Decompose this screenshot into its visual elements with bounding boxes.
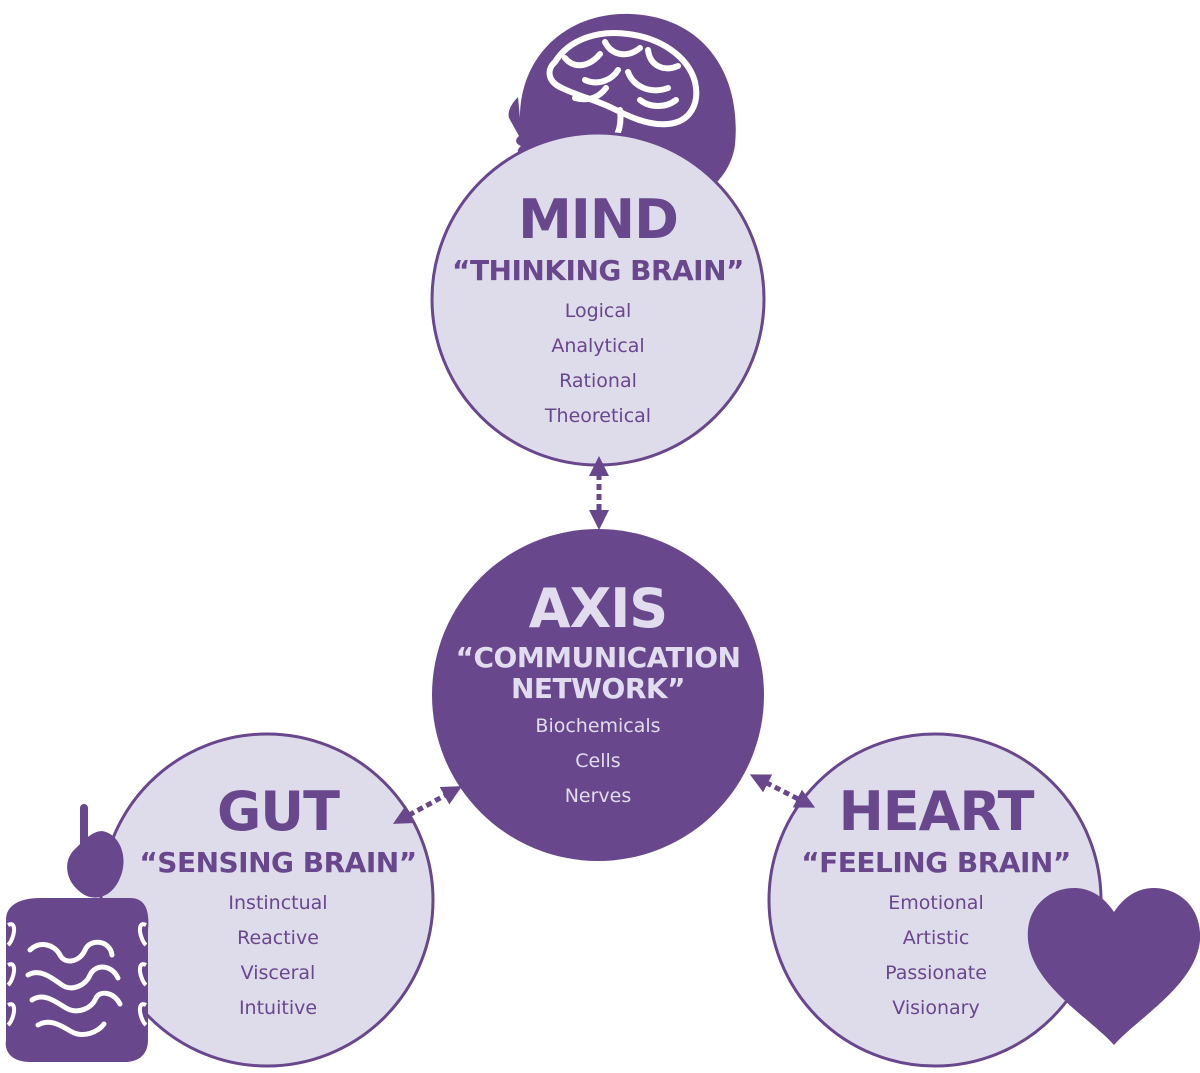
heart-node: HEART “FEELING BRAIN” Emotional Artistic… (768, 785, 1104, 1026)
heart-subtitle: “FEELING BRAIN” (801, 846, 1071, 879)
axis-trait: Biochemicals (535, 714, 661, 737)
gut-title: GUT (216, 780, 340, 843)
axis-subtitle-line1: “COMMUNICATION (455, 641, 741, 674)
axis-trait: Nerves (564, 784, 632, 807)
mind-trait: Logical (564, 300, 632, 323)
axis-trait: Cells (575, 749, 621, 772)
mind-trait: Rational (559, 370, 637, 393)
heart-title: HEART (838, 780, 1035, 843)
digestive-system-icon (5, 804, 149, 1062)
heart-trait: Artistic (902, 927, 970, 950)
axis-circle (432, 529, 764, 861)
axis-subtitle-line2: NETWORK” (510, 672, 686, 706)
mind-traits: Logical Analytical Rational Theoretical (430, 294, 766, 434)
mind-trait: Theoretical (544, 405, 652, 428)
gut-trait: Instinctual (228, 892, 328, 915)
heart-trait: Passionate (885, 962, 987, 985)
heart-trait: Emotional (888, 892, 984, 915)
axis-node: AXIS “COMMUNICATION NETWORK” Biochemical… (430, 582, 766, 814)
mind-node: MIND “THINKING BRAIN” Logical Analytical… (430, 193, 766, 434)
gut-subtitle: “SENSING BRAIN” (139, 846, 417, 879)
gut-traits: Instinctual Reactive Visceral Intuitive (110, 886, 446, 1026)
heart-trait: Visionary (892, 997, 980, 1020)
axis-traits: Biochemicals Cells Nerves (430, 709, 766, 814)
axis-title: AXIS (528, 577, 668, 640)
gut-trait: Visceral (240, 962, 316, 985)
gut-axis-connector (392, 786, 463, 824)
mind-subtitle: “THINKING BRAIN” (452, 254, 744, 287)
gut-node: GUT “SENSING BRAIN” Instinctual Reactive… (110, 785, 446, 1026)
heart-traits: Emotional Artistic Passionate Visionary (768, 886, 1104, 1026)
gut-trait: Intuitive (238, 997, 318, 1020)
heart-icon (1027, 887, 1200, 1045)
gut-trait: Reactive (237, 927, 319, 950)
mind-title: MIND (518, 188, 679, 251)
mind-trait: Analytical (551, 335, 645, 358)
